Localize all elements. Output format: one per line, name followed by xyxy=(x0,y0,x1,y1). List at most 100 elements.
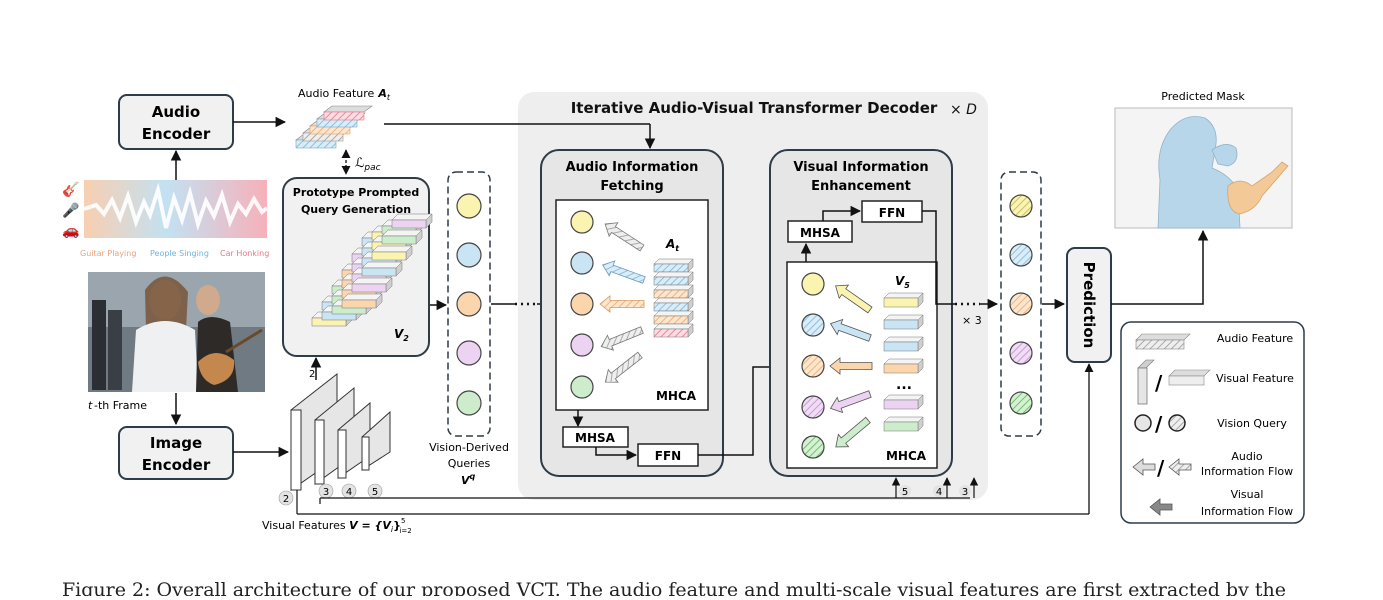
audio-information-fetching-block: Audio Information Fetching At MHCA xyxy=(540,149,724,477)
times-three-label: × 3 xyxy=(962,314,982,327)
prototype-token xyxy=(371,245,413,261)
visual-info-title-line2: Enhancement xyxy=(811,179,911,194)
query-purple xyxy=(456,340,482,366)
predicted-mask-title: Predicted Mask xyxy=(1161,90,1245,103)
output-queries-column xyxy=(1000,171,1042,437)
image-encoder-box: Image Encoder xyxy=(118,426,234,480)
visual-flow-arrow-1 xyxy=(835,284,873,314)
image-encoder-line1: Image xyxy=(150,434,202,452)
legend-slash-1: / xyxy=(1155,371,1163,395)
vision-queries-line2: Queries xyxy=(448,457,491,470)
visual-feature-stack xyxy=(290,372,391,491)
scale-number-3: 3 xyxy=(318,483,334,499)
legend-slash-3: / xyxy=(1157,456,1165,480)
bottom-number-3: 3 xyxy=(959,485,971,498)
legend-visual-flow-line1: Visual xyxy=(1231,488,1264,501)
prototype-token xyxy=(351,277,393,293)
predicted-mask-image xyxy=(1114,107,1293,229)
singing-people-icon: 🎤 xyxy=(62,201,80,219)
prototype-query-generation-box: Prototype Prompted Query Generation V2 xyxy=(282,177,433,357)
visual-info-v5: V5 xyxy=(895,274,910,290)
legend-guitar-playing: Guitar Playing xyxy=(80,249,136,258)
audio-info-mhsa: MHSA xyxy=(575,431,616,445)
audio-waveform xyxy=(83,180,269,238)
prototype-token xyxy=(391,213,433,229)
at-token xyxy=(653,284,694,299)
visual-info-title-line1: Visual Information xyxy=(793,160,928,175)
legend-audio-flow-icon xyxy=(1132,458,1192,476)
prototype-token xyxy=(381,229,423,245)
bottom-number-5: 5 xyxy=(899,485,911,498)
query-green xyxy=(456,390,482,416)
af-query-green xyxy=(570,375,594,399)
af-query-blue xyxy=(570,251,594,275)
legend-audio-flow-line2: Information Flow xyxy=(1201,465,1293,478)
ve-query-blue xyxy=(801,313,825,337)
svg-text:2: 2 xyxy=(283,494,289,505)
prototype-token xyxy=(361,261,403,277)
af-query-orange xyxy=(570,292,594,316)
legend-audio-feature-icon xyxy=(1135,333,1191,350)
af-query-purple xyxy=(570,333,594,357)
scale-number-2: 2 xyxy=(278,490,294,506)
svg-text:4: 4 xyxy=(346,487,352,498)
legend-visual-flow-line2: Information Flow xyxy=(1201,505,1293,518)
v5-token xyxy=(883,416,924,432)
audio-info-at-symbol: At xyxy=(665,237,680,253)
audio-flow-arrow-2 xyxy=(602,260,646,284)
prototype-feature-grid xyxy=(311,213,433,327)
audio-info-mhca: MHCA xyxy=(656,389,697,403)
bottom-number-4: 4 xyxy=(933,485,945,498)
visual-flow-arrow-4 xyxy=(829,390,872,414)
audio-encoder-line1: Audio xyxy=(152,103,200,121)
svg-text:3: 3 xyxy=(962,487,968,498)
visual-feature-tokens xyxy=(883,292,924,432)
audio-feature-stack xyxy=(295,105,373,149)
decoder-title: Iterative Audio-Visual Transformer Decod… xyxy=(571,99,938,117)
legend-visual-flow-icon xyxy=(1149,498,1173,516)
visual-info-dots: ... xyxy=(896,377,912,393)
legend-visual-feature: Visual Feature xyxy=(1216,372,1294,385)
v5-token xyxy=(883,358,924,374)
svg-text:4: 4 xyxy=(936,487,942,498)
at-token xyxy=(653,271,694,286)
legend-vision-query-icon xyxy=(1134,414,1186,432)
at-token xyxy=(653,297,694,312)
v5-token xyxy=(883,394,924,410)
out-query-purple xyxy=(1009,341,1033,365)
v5-token xyxy=(883,292,924,308)
audio-flow-arrow-4 xyxy=(600,326,644,351)
visual-information-enhancement-block: Visual Information Enhancement MHSA FFN … xyxy=(769,149,953,477)
video-frame-image xyxy=(88,272,265,392)
legend-people-singing: People Singing xyxy=(150,249,209,258)
at-token xyxy=(653,258,694,273)
figure-caption: Figure 2: Overall architecture of our pr… xyxy=(62,579,1286,596)
out-query-green xyxy=(1009,391,1033,415)
visual-flow-arrow-3 xyxy=(829,357,873,375)
visual-info-mhsa: MHSA xyxy=(800,226,841,240)
ve-query-yellow xyxy=(801,272,825,296)
out-query-orange xyxy=(1009,292,1033,316)
legend-slash-2: / xyxy=(1155,412,1163,436)
audio-feature-tokens xyxy=(653,258,694,338)
at-token xyxy=(653,310,694,325)
prediction-label: Prediction xyxy=(1080,262,1098,349)
ve-query-purple xyxy=(801,395,825,419)
legend-vision-query: Vision Query xyxy=(1217,417,1287,430)
v5-token xyxy=(883,314,924,330)
visual-info-mhca: MHCA xyxy=(886,449,927,463)
audio-flow-arrow-1 xyxy=(604,222,645,252)
prototype-token xyxy=(341,293,383,309)
frame-label-rest: -th Frame xyxy=(94,399,147,412)
prototype-title-line1: Prototype Prompted xyxy=(293,186,419,199)
ve-query-green xyxy=(801,435,825,459)
legend-car-honking: Car Honking xyxy=(220,249,269,258)
audio-encoder-box: Audio Encoder xyxy=(118,94,234,150)
audio-info-title-line1: Audio Information xyxy=(566,160,699,175)
visual-mhsa-box xyxy=(787,220,853,243)
scale-number-4: 4 xyxy=(341,483,357,499)
legend-visual-feature-icon xyxy=(1137,359,1211,405)
